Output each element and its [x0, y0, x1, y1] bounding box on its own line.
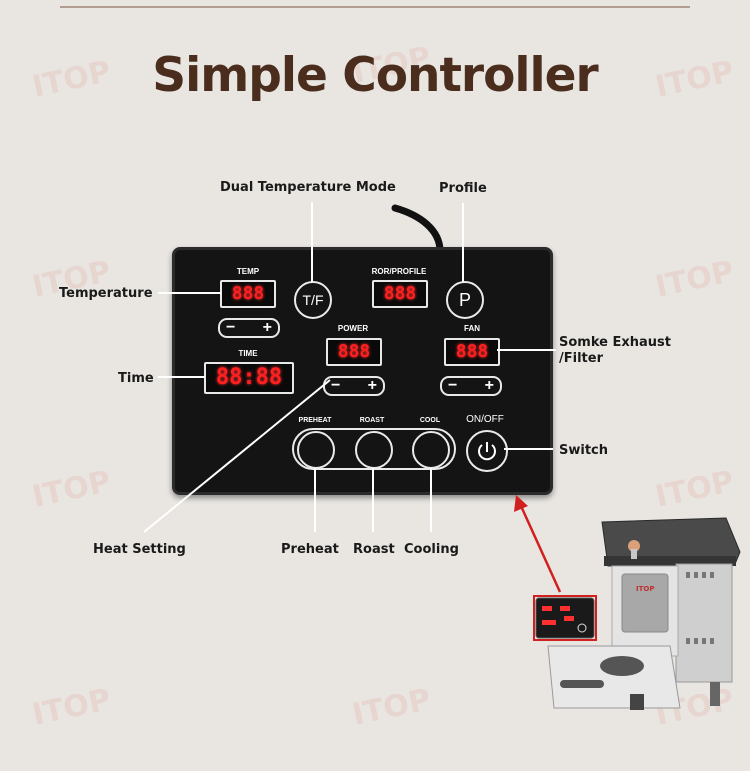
page-title: Simple Controller: [152, 48, 598, 103]
power-icon: [478, 442, 496, 461]
cool-label: COOL: [419, 417, 441, 424]
machine-brand: ITOP: [636, 585, 654, 593]
temp-label: TEMP: [236, 267, 260, 276]
temp-display: 888: [220, 280, 276, 308]
time-display: 88:88: [204, 362, 294, 394]
callout-profile: Profile: [439, 181, 487, 196]
callout-switch: Switch: [559, 443, 609, 458]
plus-icon[interactable]: +: [367, 377, 377, 394]
time-label: TIME: [238, 349, 258, 358]
fan-stepper[interactable]: − +: [440, 376, 502, 396]
callout-smoke-filter: /Filter: [559, 351, 603, 366]
plus-icon[interactable]: +: [262, 319, 272, 336]
plus-icon[interactable]: +: [484, 377, 494, 394]
temp-stepper[interactable]: − +: [218, 318, 280, 338]
power-switch-button[interactable]: [466, 430, 508, 472]
profile-button[interactable]: P: [446, 281, 484, 319]
minus-icon[interactable]: −: [331, 377, 341, 394]
callout-smoke-exhaust: Somke Exhaust: [559, 335, 671, 350]
roaster-machine-image: ITOP: [533, 517, 741, 710]
minus-icon[interactable]: −: [448, 377, 458, 394]
callout-roast: Roast: [353, 542, 395, 557]
callout-heat-setting: Heat Setting: [93, 542, 186, 557]
callout-preheat: Preheat: [281, 542, 339, 557]
ror-display: 888: [372, 280, 428, 308]
ror-profile-label: ROR/PROFILE: [371, 267, 427, 276]
power-display: 888: [326, 338, 382, 366]
fan-label: FAN: [464, 324, 480, 333]
minus-icon[interactable]: −: [226, 319, 236, 336]
onoff-label: ON/OFF: [466, 414, 504, 425]
callout-dual-temp: Dual Temperature Mode: [220, 180, 396, 195]
preheat-label: PREHEAT: [298, 417, 332, 424]
callout-cooling: Cooling: [404, 542, 459, 557]
top-divider: [60, 6, 690, 8]
callout-time: Time: [118, 371, 154, 386]
callout-temperature: Temperature: [59, 286, 153, 301]
roast-label: ROAST: [359, 417, 385, 424]
power-label: POWER: [337, 324, 369, 333]
fan-display: 888: [444, 338, 500, 366]
